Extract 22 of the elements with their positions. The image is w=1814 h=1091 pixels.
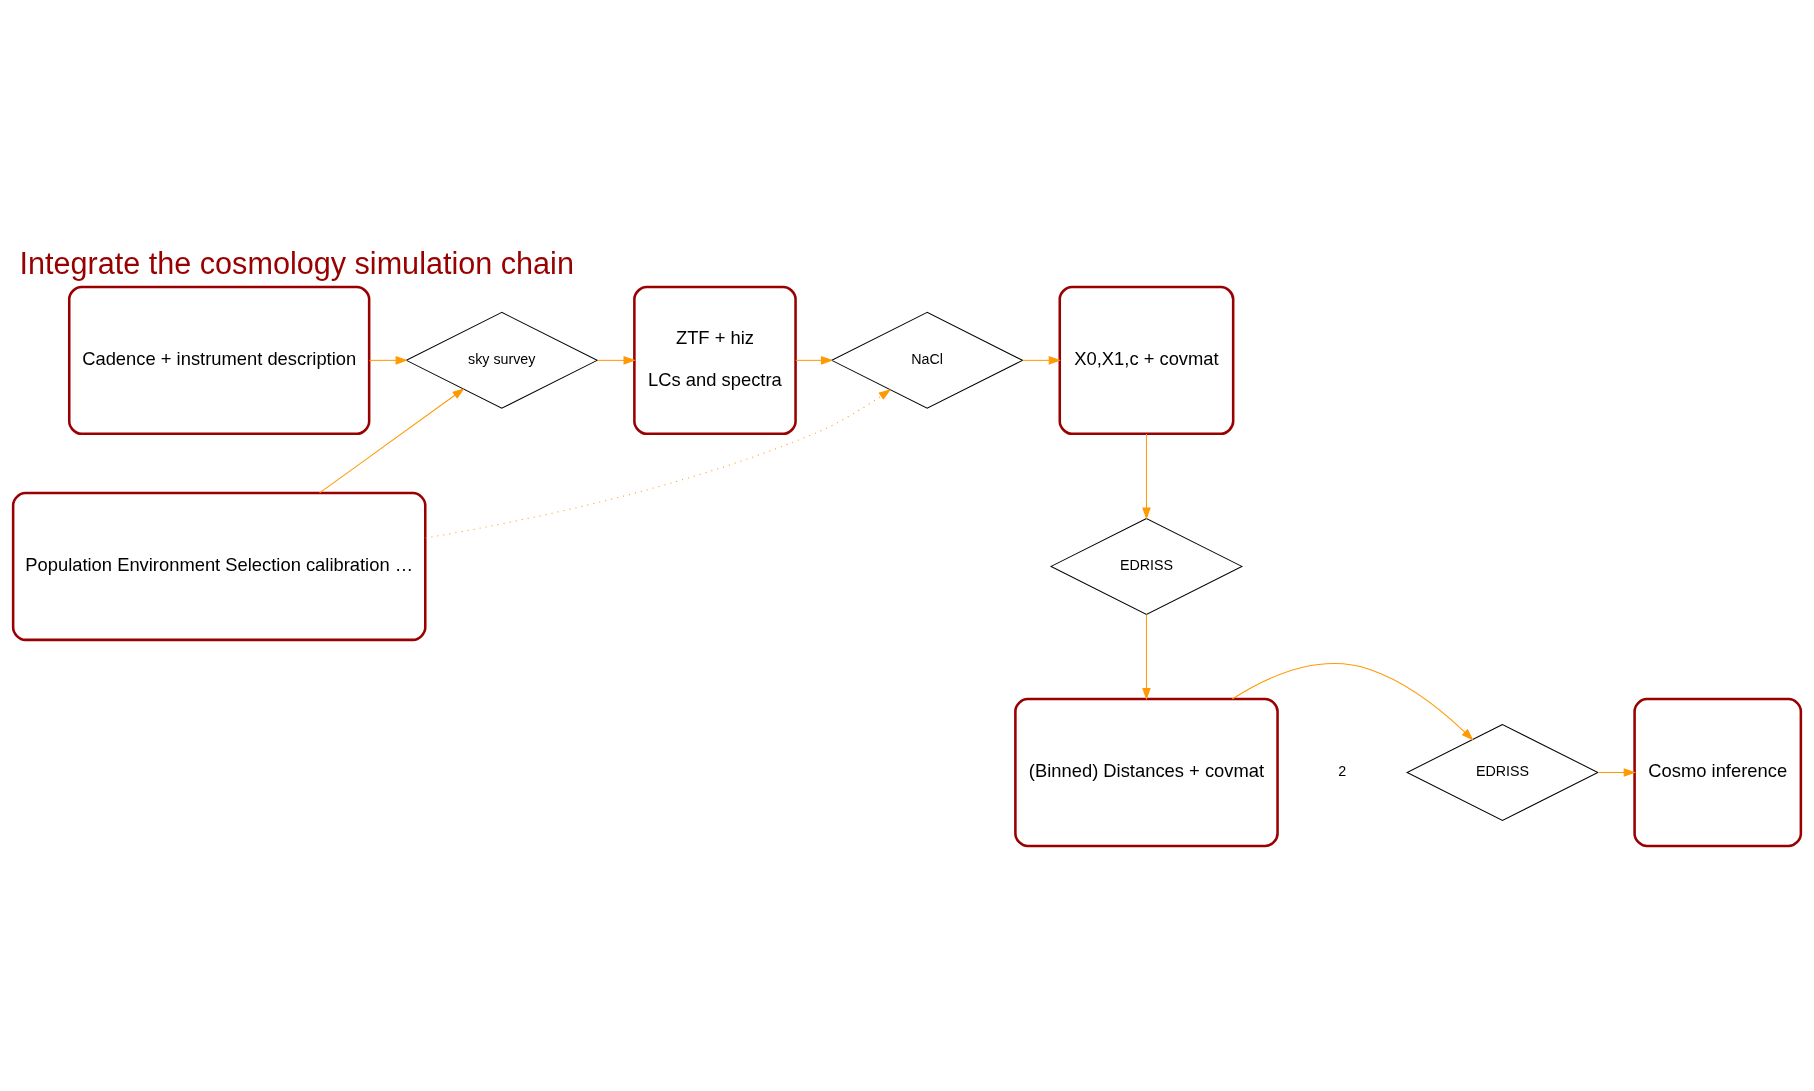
arrow (1597, 768, 1636, 777)
node-box: ZTF + hiz LCs and spectra (633, 285, 797, 436)
node-box: Population Environment Selection calibration … (11, 491, 427, 642)
node-diamond: sky survey (405, 311, 599, 409)
arrow (1142, 614, 1151, 701)
arrow (795, 356, 834, 365)
node-box: Cadence + instrument description (67, 285, 371, 436)
diagram-title: Integrate the cosmology simulation chain (19, 245, 574, 280)
arrow (425, 389, 891, 539)
arrow (1231, 663, 1474, 741)
node-box: X0,X1,c + covmat (1058, 285, 1235, 436)
arrow (1022, 356, 1061, 365)
arrow (1142, 433, 1151, 520)
node-diamond: EDRISS (1405, 723, 1599, 821)
node-diamond: EDRISS (1049, 517, 1243, 615)
node-box: Cosmo inference (1633, 697, 1803, 848)
node-diamond: NaCl (830, 311, 1024, 409)
arrow (319, 388, 465, 494)
label: 2 (1338, 763, 1347, 780)
arrow (368, 356, 408, 365)
node-box: (Binned) Distances + covmat (1014, 697, 1279, 848)
arrow (597, 356, 636, 365)
